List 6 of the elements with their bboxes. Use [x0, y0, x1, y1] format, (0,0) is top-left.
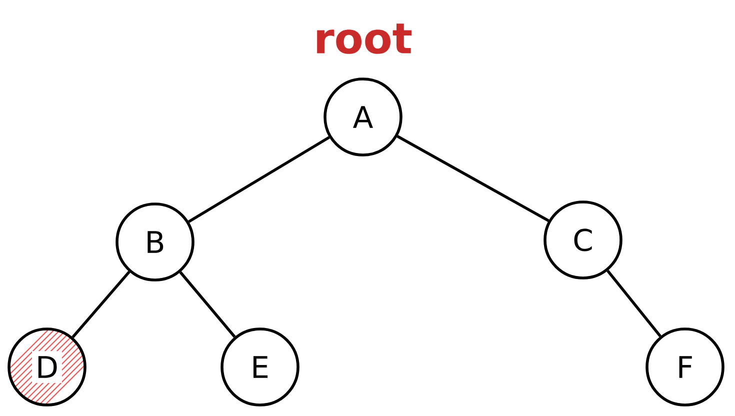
tree-edge — [188, 136, 330, 223]
tree-edge — [72, 270, 130, 338]
tree-edge — [396, 134, 550, 222]
tree-edge — [179, 271, 236, 338]
tree-edge — [606, 270, 662, 338]
root-label: root — [317, 24, 412, 54]
